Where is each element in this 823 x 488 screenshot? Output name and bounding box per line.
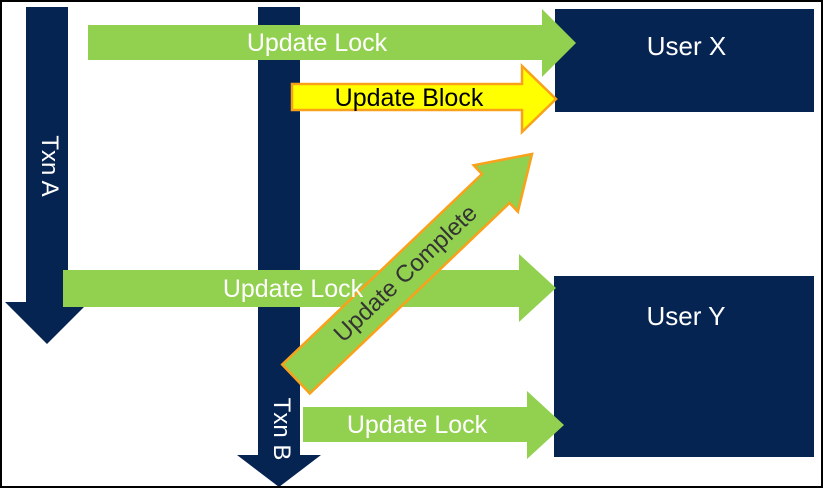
user-y-box	[554, 276, 814, 457]
update-block-arrow	[290, 63, 558, 135]
update-lock-bottom-arrow	[303, 391, 564, 459]
update-lock-middle-arrow	[63, 254, 556, 322]
txn-a-arrow	[5, 7, 89, 344]
user-x-box	[555, 9, 814, 112]
update-lock-top-arrow	[88, 9, 576, 77]
update-complete-arrow	[280, 152, 534, 396]
